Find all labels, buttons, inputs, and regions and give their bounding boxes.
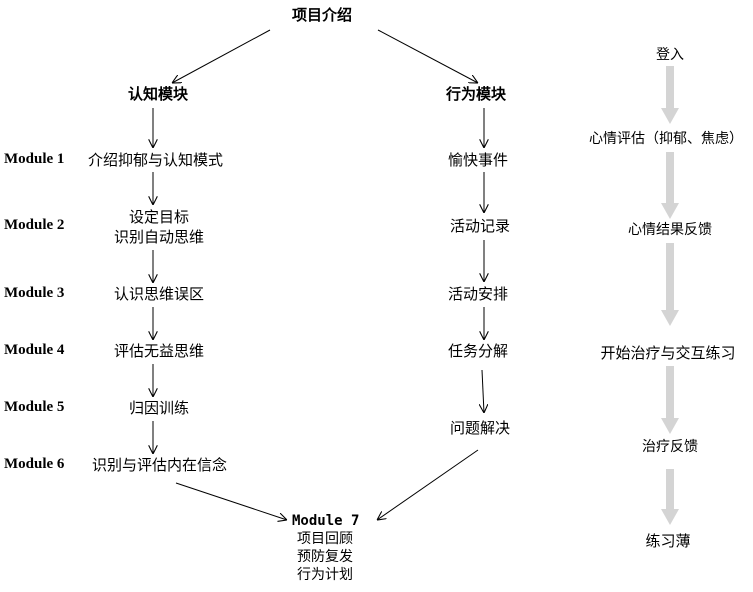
module7-line3: 行为计划 (297, 567, 353, 583)
module-label-6: Module 6 (4, 456, 65, 472)
cog-step-module4: 评估无益思维 (114, 342, 205, 360)
gray-arrow-4 (661, 366, 679, 434)
flow-step-start-treatment: 开始治疗与交互练习 (600, 344, 736, 362)
gray-arrow-2 (661, 152, 679, 219)
cog-step-module6: 识别与评估内在信念 (92, 456, 228, 474)
module7-line2: 预防复发 (297, 549, 353, 565)
cog-step-module3: 认识思维误区 (114, 285, 205, 303)
module-label-1: Module 1 (4, 151, 65, 167)
beh-step-1: 愉快事件 (448, 151, 509, 169)
arrow-cog-to-module7 (175, 482, 287, 520)
arrow-intro-to-behavioral (377, 29, 478, 83)
cog-step-module1: 介绍抑郁与认知模式 (88, 151, 224, 169)
module7-line1: 项目回顾 (297, 531, 353, 547)
beh-step-3: 活动安排 (448, 285, 509, 303)
flow-step-login: 登入 (656, 47, 684, 63)
arrow-beh-4 (482, 369, 484, 413)
gray-arrow-1 (661, 66, 679, 124)
module7-label: Module 7 (292, 513, 360, 529)
arrow-beh-to-module7 (377, 449, 479, 520)
cognitive-module-header: 认知模块 (128, 85, 189, 103)
module-label-3: Module 3 (4, 285, 65, 301)
beh-step-4: 任务分解 (448, 342, 509, 360)
module-label-4: Module 4 (4, 342, 65, 358)
flow-step-mood-feedback: 心情结果反馈 (628, 222, 712, 238)
gray-arrow-5 (661, 469, 679, 525)
module-label-5: Module 5 (4, 399, 65, 415)
cog-step-module2-line1: 设定目标 (129, 208, 190, 226)
flow-step-workbook: 练习薄 (645, 532, 691, 550)
flow-step-treatment-feedback: 治疗反馈 (642, 439, 698, 455)
behavioral-module-header: 行为模块 (446, 85, 507, 103)
beh-step-5: 问题解决 (450, 419, 511, 437)
flow-step-mood-assessment: 心情评估（抑郁、焦虑） (589, 131, 743, 147)
arrow-intro-to-cognitive (172, 29, 271, 83)
gray-arrow-3 (661, 243, 679, 326)
cog-step-module5: 归因训练 (129, 399, 190, 417)
beh-step-2: 活动记录 (450, 217, 511, 235)
module-label-2: Module 2 (4, 217, 65, 233)
project-intro-title: 项目介绍 (292, 6, 353, 24)
cog-step-module2-line2: 识别自动思维 (114, 228, 205, 246)
